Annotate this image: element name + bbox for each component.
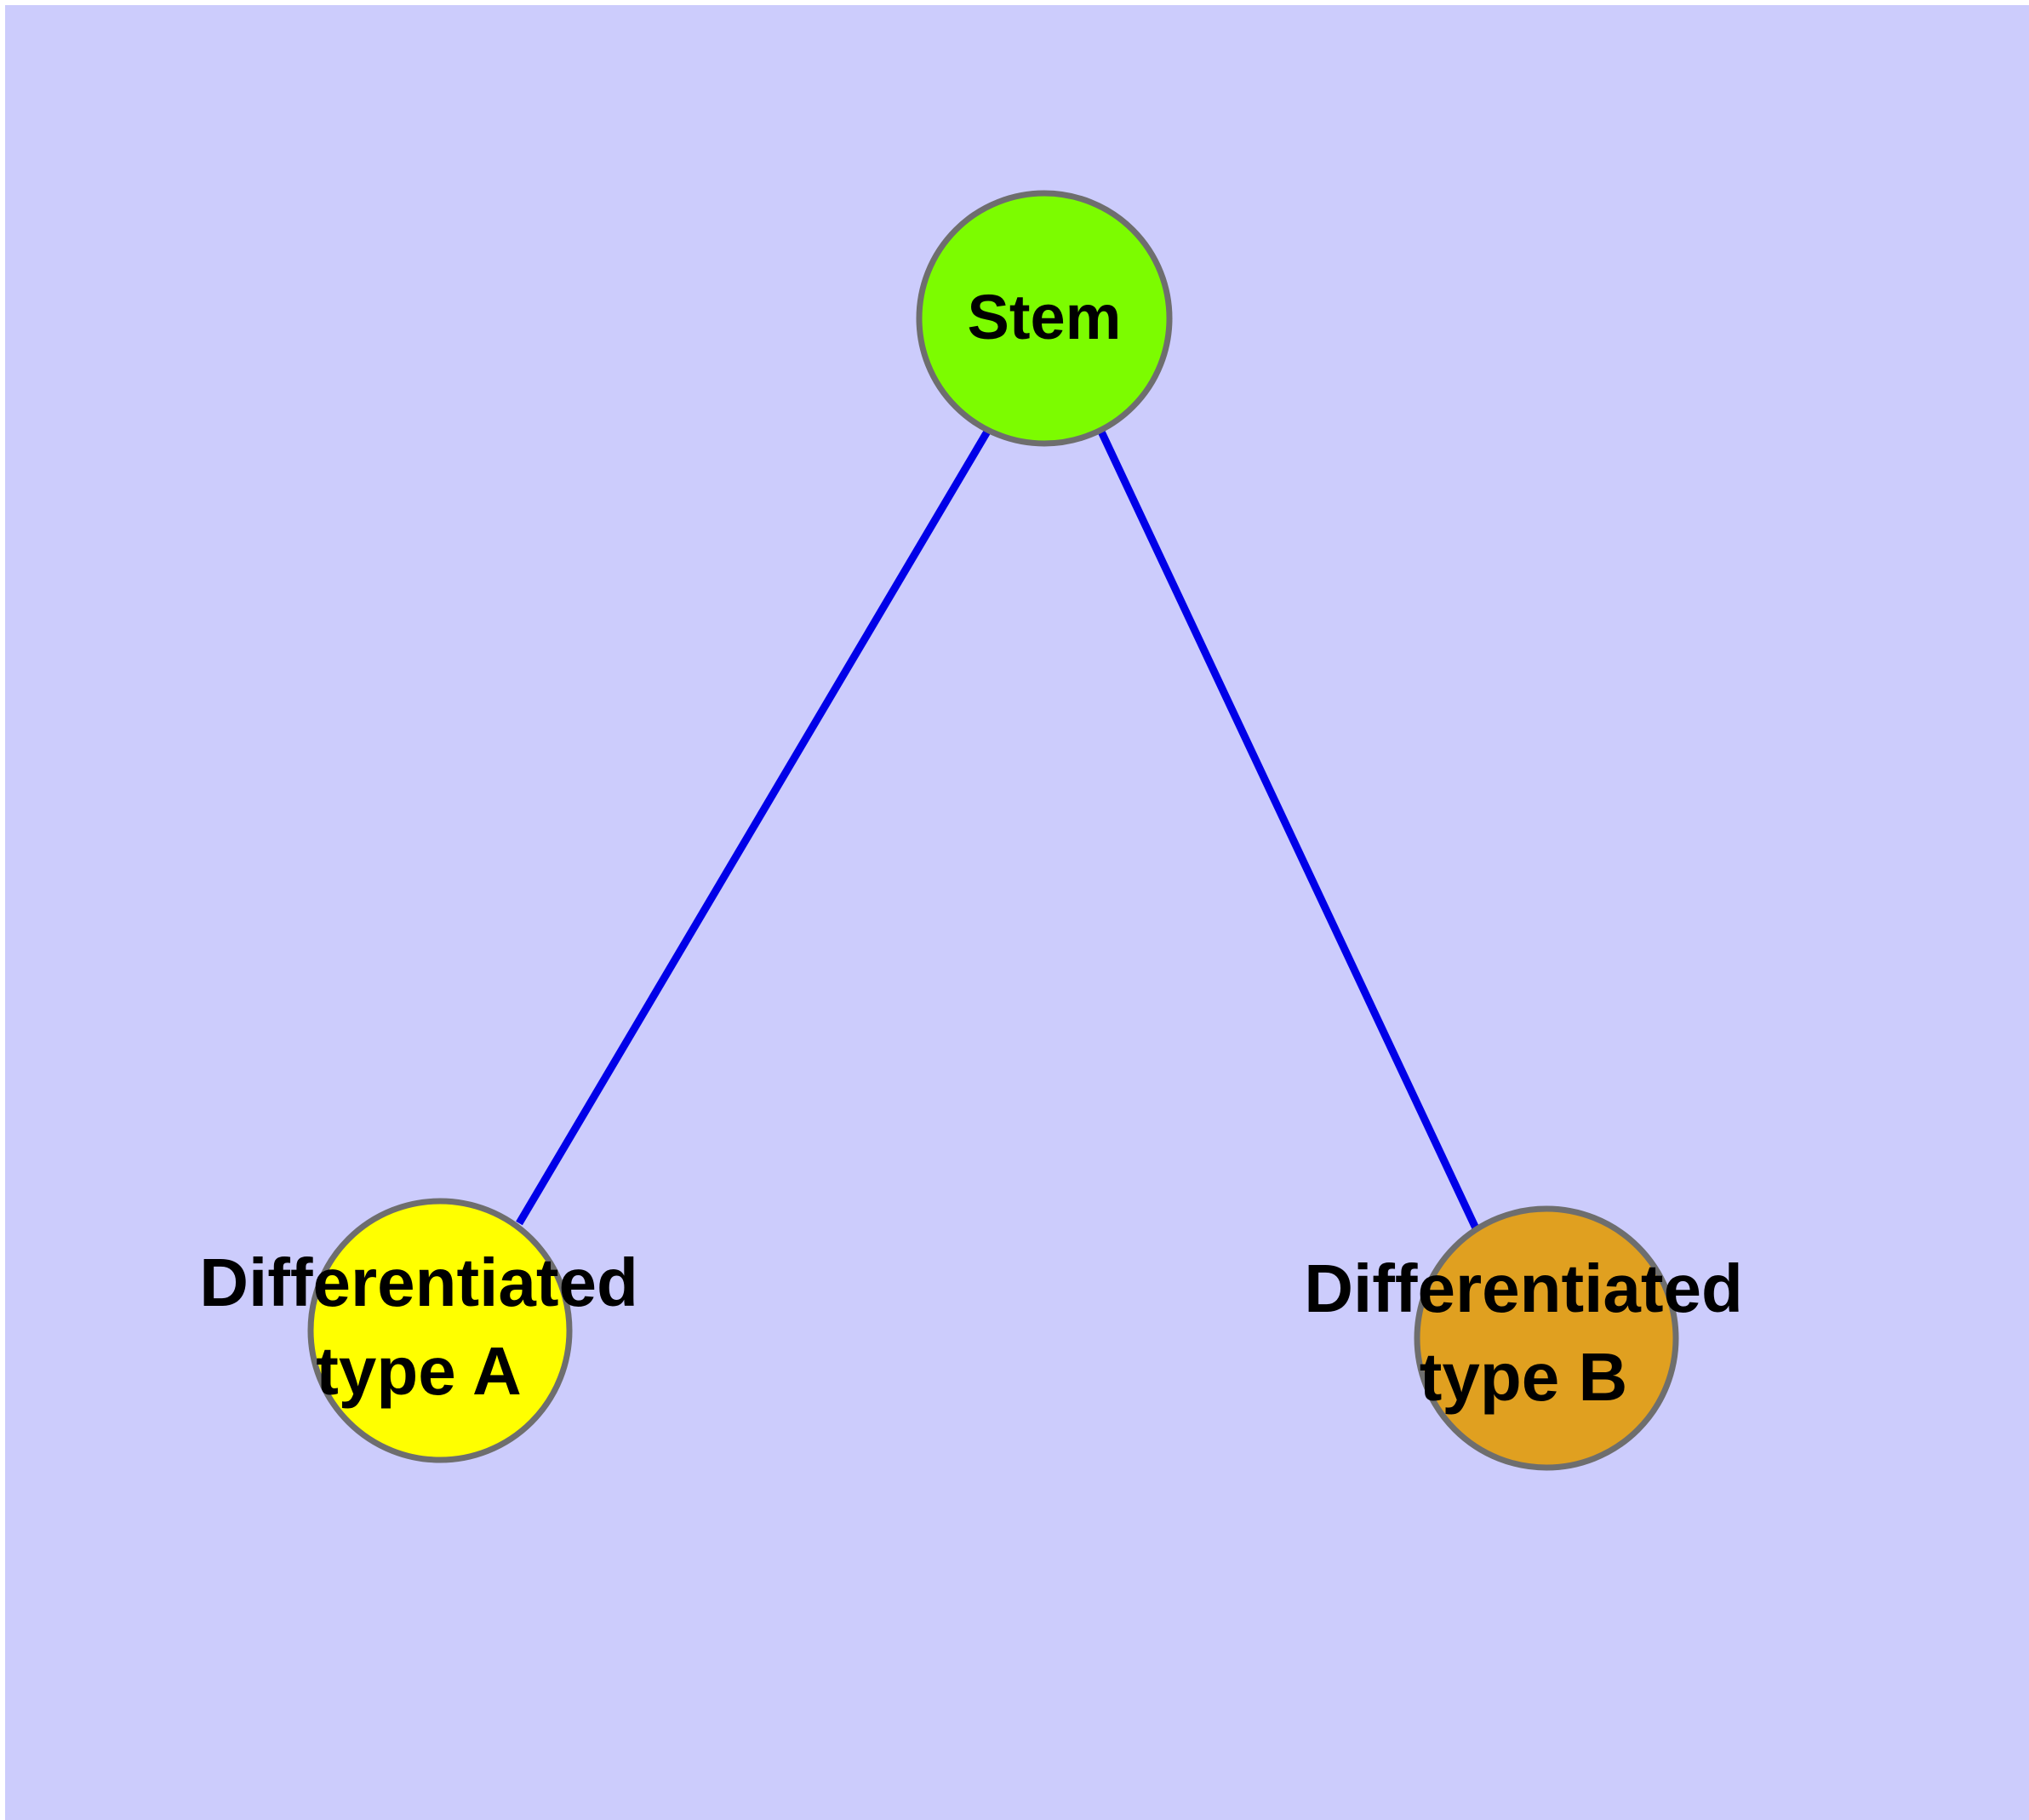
node-stem[interactable]: Stem: [916, 190, 1173, 447]
node-stem-circle[interactable]: [916, 190, 1173, 447]
node-type-a-label: Differentiated: [199, 1245, 638, 1320]
node-type-a-circle[interactable]: [307, 1198, 573, 1463]
edge-stem-to-type-a: [516, 429, 991, 1226]
node-type-b-circle[interactable]: [1414, 1205, 1679, 1471]
node-stem-label: Stem: [968, 282, 1122, 352]
node-type-b[interactable]: Differentiated type B: [1304, 1205, 1743, 1471]
edge-stem-to-type-b: [1097, 430, 1481, 1232]
node-type-b-label-line2: type B: [1420, 1339, 1628, 1415]
node-type-a[interactable]: Differentiated type A: [199, 1198, 638, 1463]
node-type-a-label-line2: type A: [316, 1333, 522, 1409]
node-type-b-label: Differentiated: [1304, 1251, 1743, 1326]
node-layer: Stem Differentiated type A Differentiate…: [199, 190, 1743, 1471]
edge-layer: [516, 429, 1481, 1232]
